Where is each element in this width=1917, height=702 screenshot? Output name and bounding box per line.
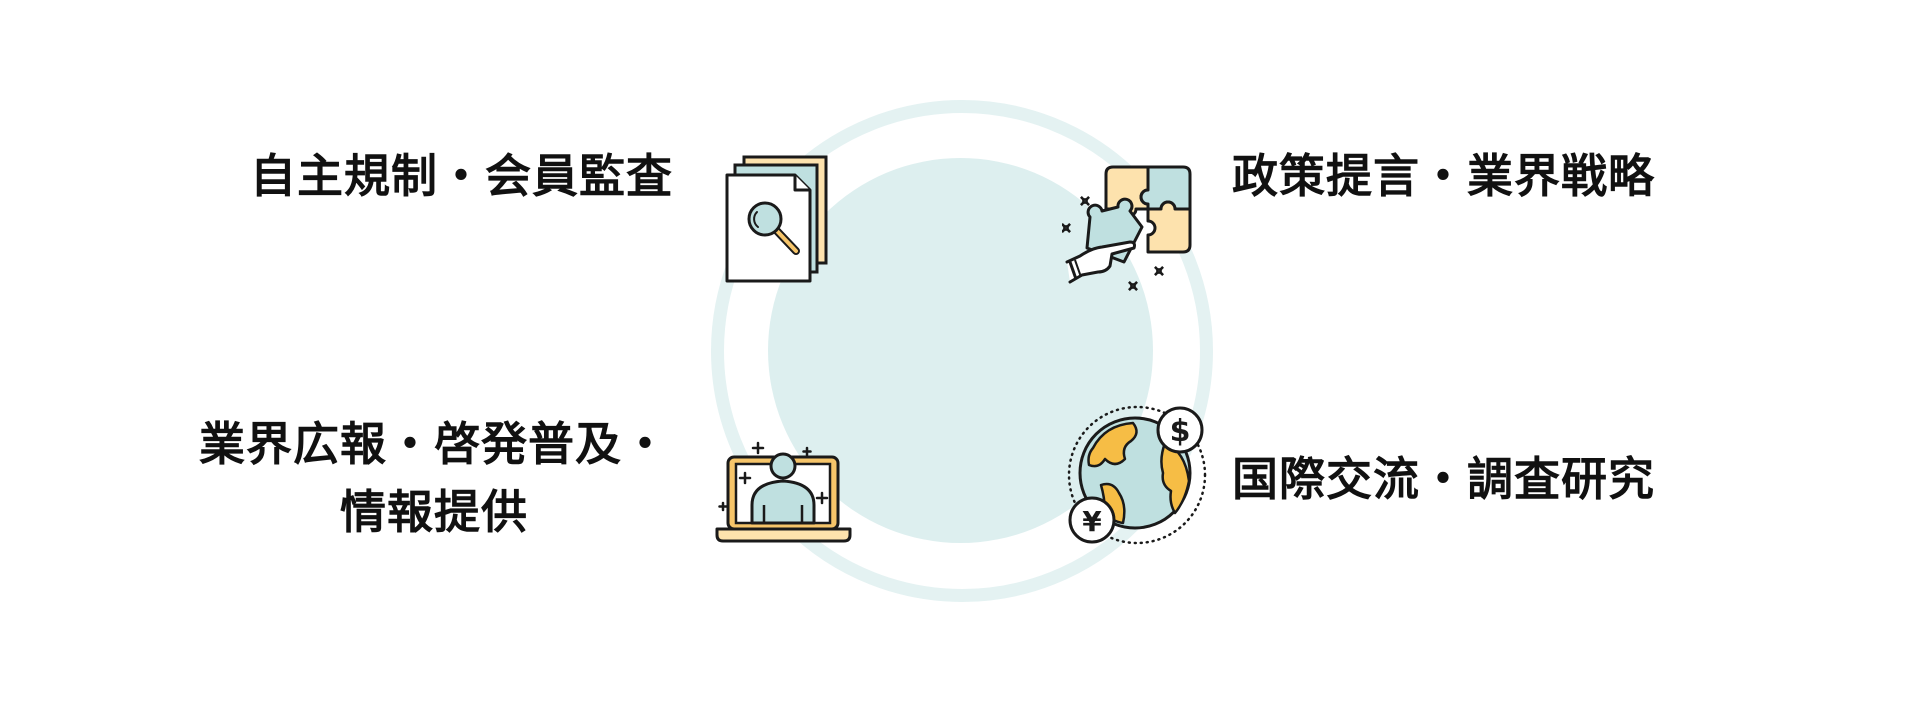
puzzle-hand-icon — [1062, 165, 1192, 291]
label-policy-proposal: 政策提言・業界戦略 — [1232, 149, 1655, 203]
yen-symbol: ¥ — [1082, 505, 1102, 538]
laptop-person-icon — [715, 441, 852, 543]
document-search-icon — [725, 155, 828, 283]
label-self-regulation: 自主規制・会員監査 — [250, 149, 673, 203]
label-public-relations: 業界広報・啓発普及・ 情報提供 — [180, 413, 688, 543]
label-public-relations-line2: 情報提供 — [340, 485, 528, 539]
globe-currency-icon: $ ¥ — [1067, 405, 1207, 545]
label-international-exchange: 国際交流・調査研究 — [1232, 452, 1655, 506]
dollar-symbol: $ — [1170, 414, 1191, 449]
label-public-relations-line1: 業界広報・啓発普及・ — [199, 417, 669, 471]
